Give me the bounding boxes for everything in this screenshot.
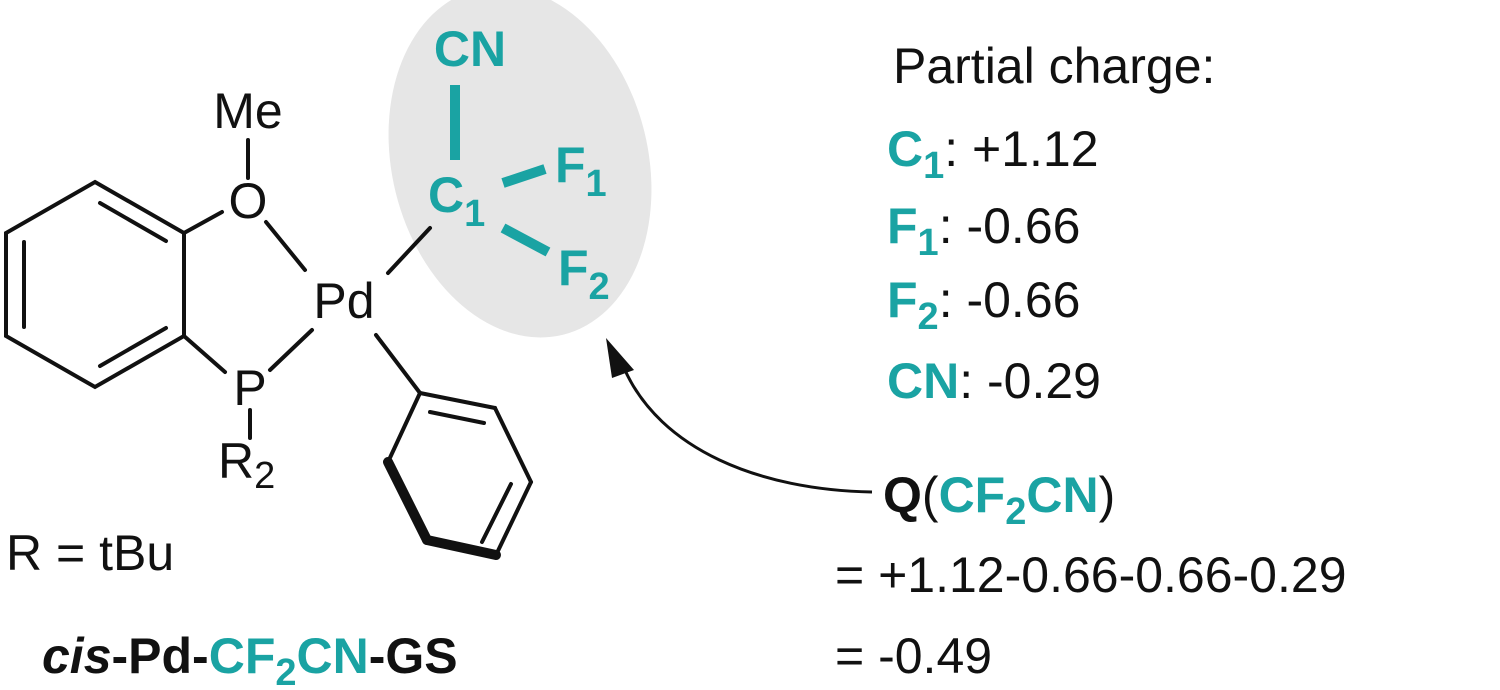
- phenyl-double-1: [428, 410, 486, 425]
- atom-c1: C1: [428, 167, 485, 235]
- phenyl-edge-6: [386, 391, 422, 464]
- benzo-ring: [4, 179, 186, 390]
- charge-row-c1: C1: +1.12: [887, 121, 1099, 187]
- bond-c1-f2: [500, 223, 551, 257]
- atom-o: O: [229, 173, 268, 229]
- charge-row-cn: CN: -0.29: [887, 353, 1101, 409]
- benzo-double-3: [98, 326, 168, 368]
- atom-labels: Me O Pd P R2 CN C1 F1 F2: [213, 21, 609, 497]
- total-charge-label: Q(CF2CN): [883, 467, 1115, 533]
- bond-pd-ph: [374, 333, 422, 395]
- phenyl-edge-3: [494, 480, 533, 557]
- benzo-double-1: [98, 201, 168, 243]
- teal-bonds: [450, 85, 551, 257]
- atom-me: Me: [213, 83, 282, 139]
- bond-c1-f1: [501, 164, 547, 188]
- total-charge-result: = -0.49: [835, 628, 992, 684]
- phenyl-double-2: [480, 482, 513, 544]
- total-charge-sum: = +1.12-0.66-0.66-0.29: [835, 547, 1347, 603]
- compound-label: cis-Pd-CF2CN-GS: [42, 628, 458, 690]
- atom-cn: CN: [434, 21, 506, 77]
- partial-charge-heading: Partial charge:: [893, 38, 1215, 94]
- charge-row-f1: F1: -0.66: [887, 198, 1080, 264]
- atom-f2: F2: [558, 240, 610, 308]
- curved-arrow: [622, 367, 873, 494]
- charge-row-f2: F2: -0.66: [887, 272, 1080, 338]
- atom-p: P: [233, 360, 266, 416]
- phenyl-bold-bonds: [383, 457, 501, 560]
- atom-f1: F1: [555, 137, 607, 205]
- bond-p-pd: [268, 328, 314, 372]
- bond-pd-c1: [386, 226, 432, 275]
- atom-r2: R2: [218, 433, 275, 497]
- cf2cn-highlight: [388, 0, 652, 338]
- bond-o-pd: [264, 220, 307, 272]
- phenyl-edge-2: [493, 406, 533, 484]
- phenyl-edge-1: [418, 391, 497, 410]
- bond-ring-p: [182, 334, 227, 374]
- arrow-head: [606, 338, 634, 378]
- r-definition: R = tBu: [6, 525, 174, 581]
- bond-ring-o: [182, 210, 224, 235]
- atom-pd: Pd: [313, 273, 374, 329]
- bonds: [4, 138, 533, 557]
